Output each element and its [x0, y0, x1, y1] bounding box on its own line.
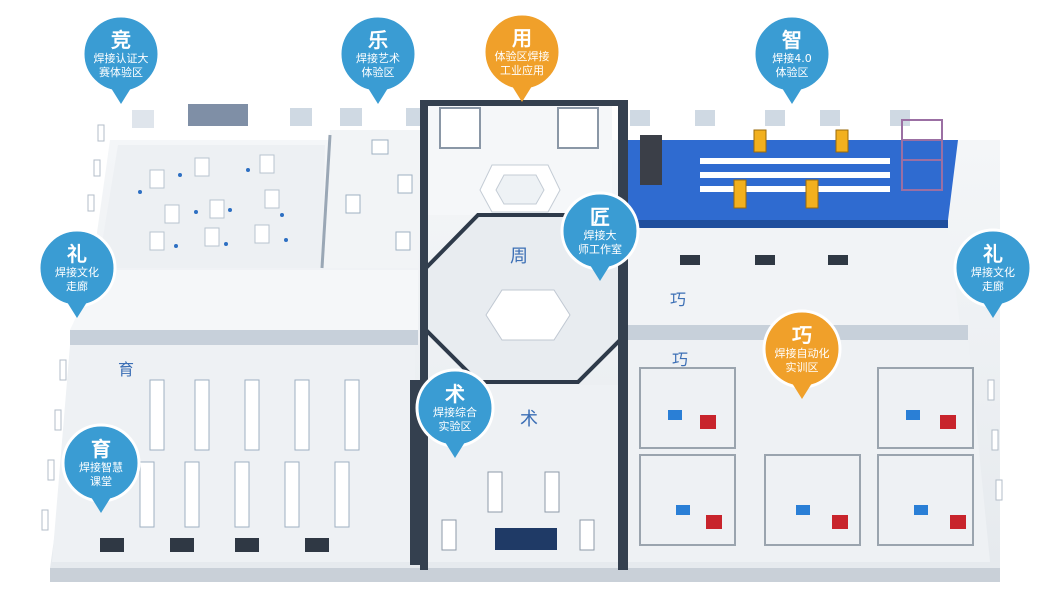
pin-char: 礼 [67, 242, 87, 266]
pin-label-line2: 师工作室 [578, 243, 622, 256]
floor-mark-qiao-upper: 巧 [670, 290, 686, 309]
pin-label-line2: 体验区 [361, 66, 395, 79]
left-wall-frames [41, 124, 1003, 531]
pin-art-zone[interactable]: 乐 焊接艺术 体验区 [338, 14, 418, 106]
pin-label-line2: 走廊 [982, 280, 1004, 293]
pin-culture-corridor-right[interactable]: 礼 焊接文化 走廊 [953, 228, 1033, 320]
pin-culture-corridor-left[interactable]: 礼 焊接文化 走廊 [37, 228, 117, 320]
pin-label-line2: 实验区 [438, 420, 472, 433]
pin-label-line2: 工业应用 [500, 64, 544, 77]
pin-char: 礼 [983, 242, 1003, 266]
pin-label-line2: 课堂 [90, 475, 112, 488]
pin-smart-classroom[interactable]: 育 焊接智慧 课堂 [61, 423, 141, 515]
pin-label-line1: 焊接认证大 [93, 52, 149, 65]
pin-char: 匠 [590, 205, 610, 229]
floor-mark-zhou: 周 [510, 246, 528, 267]
pin-master-studio[interactable]: 匠 焊接大 师工作室 [560, 191, 640, 283]
pin-label-line1: 焊接智慧 [79, 461, 123, 474]
industrial-application-zone [428, 105, 612, 215]
floor-mark-shu: 术 [520, 409, 538, 430]
pin-label-line2: 赛体验区 [99, 66, 143, 79]
pin-label-line1: 焊接4.0 [772, 52, 812, 65]
pin-label-line1: 焊接艺术 [356, 52, 400, 65]
pin-char: 术 [445, 382, 465, 406]
pin-automation-training-zone[interactable]: 巧 焊接自动化 实训区 [762, 309, 842, 401]
pin-label-line2: 实训区 [785, 361, 819, 374]
pin-char: 巧 [792, 323, 812, 347]
pin-char: 用 [512, 26, 532, 50]
pin-char: 智 [782, 28, 802, 52]
competition-zone [98, 145, 325, 268]
automation-upper-lane: 巧 [628, 230, 960, 325]
pin-label-line1: 焊接文化 [971, 266, 1015, 279]
pin-label-line1: 焊接自动化 [774, 347, 830, 360]
pin-label-line1: 焊接综合 [433, 406, 477, 419]
pin-char: 乐 [368, 28, 388, 52]
pin-label-line1: 焊接文化 [55, 266, 99, 279]
pin-industrial-application-zone[interactable]: 用 体验区焊接 工业应用 [482, 12, 562, 104]
pin-comprehensive-lab[interactable]: 术 焊接综合 实验区 [415, 368, 495, 460]
pin-char: 育 [91, 437, 111, 461]
pin-label-line2: 体验区 [775, 66, 809, 79]
automation-training-zone: 巧 [628, 340, 990, 562]
pin-label-line2: 走廊 [66, 280, 88, 293]
pin-label-line1: 焊接大 [583, 229, 617, 242]
pin-char: 竞 [111, 28, 131, 52]
pin-label-line1: 体验区焊接 [494, 50, 550, 63]
floor-mark-qiao-lower: 巧 [672, 350, 688, 369]
welding-4-0-zone [628, 119, 958, 228]
smart-classroom: 育 [52, 345, 415, 562]
pin-competition-zone[interactable]: 竞 焊接认证大 赛体验区 [81, 14, 161, 106]
floor-mark-yu: 育 [118, 360, 134, 379]
pin-welding-4-0-zone[interactable]: 智 焊接4.0 体验区 [752, 14, 832, 106]
art-zone [320, 130, 420, 269]
